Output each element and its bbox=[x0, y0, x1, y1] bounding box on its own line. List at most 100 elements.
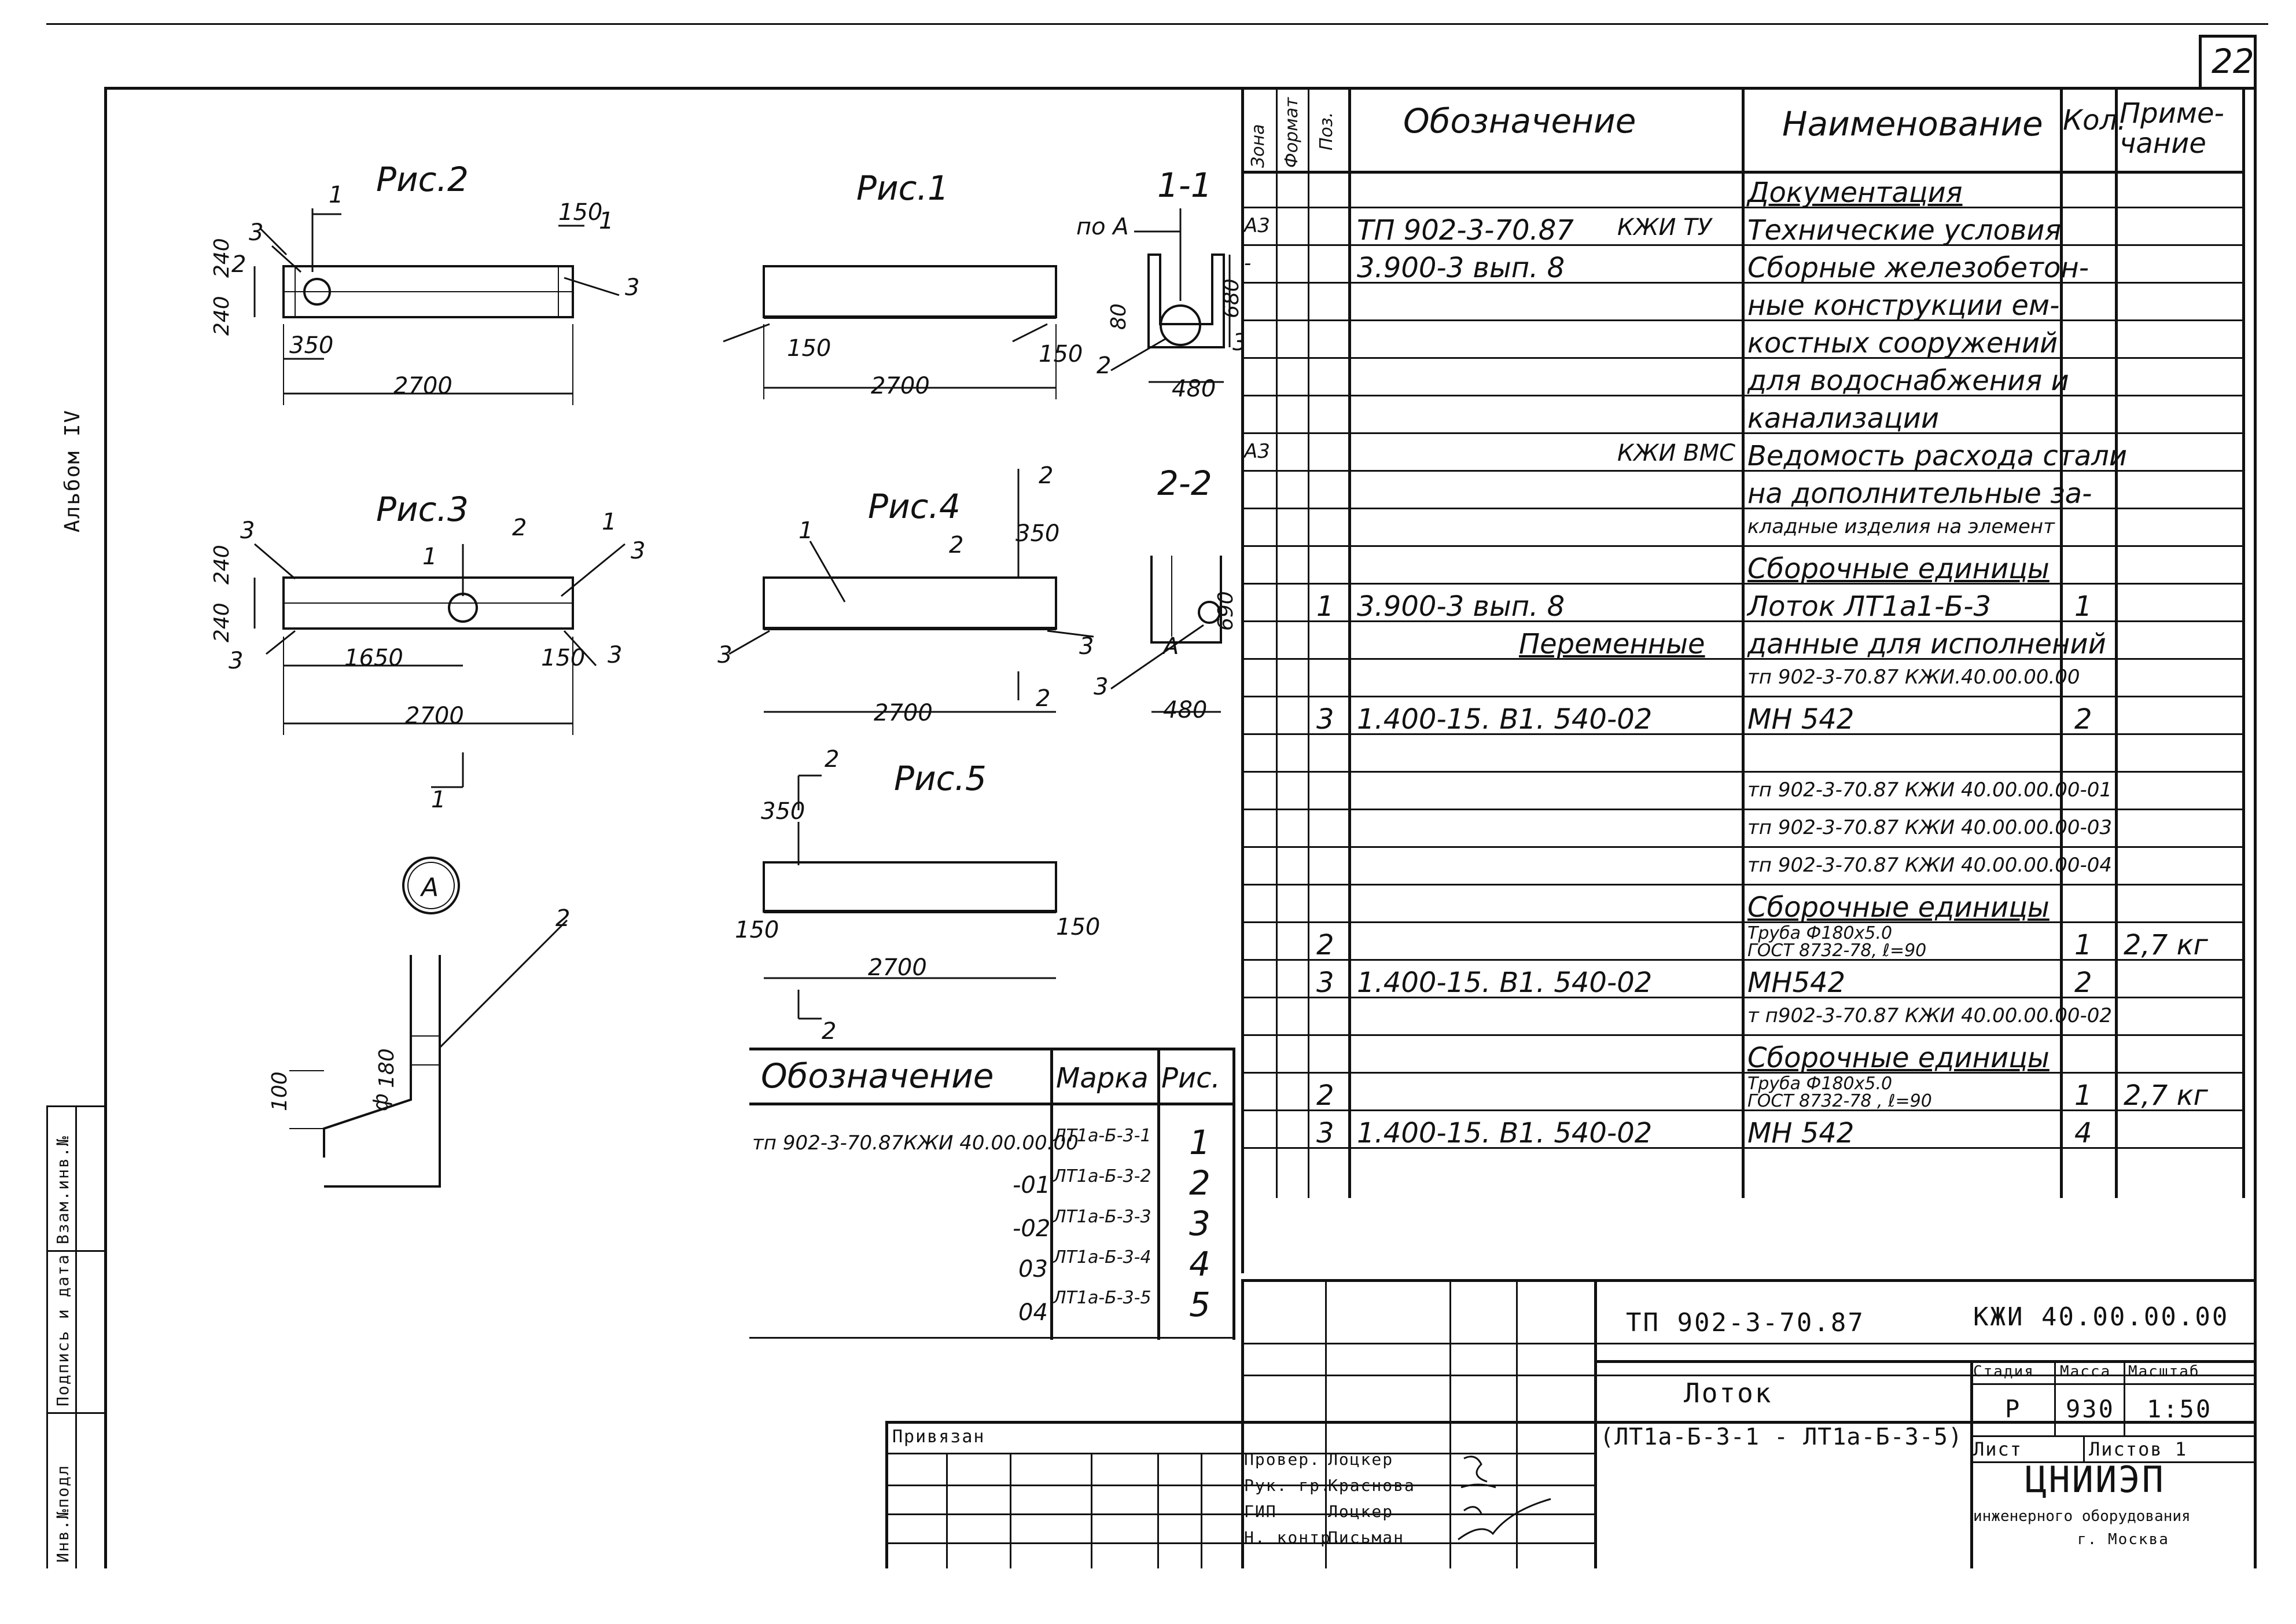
fig1-d2: 150 bbox=[1039, 341, 1083, 368]
spec-cell-pos: 3 bbox=[1316, 967, 1334, 999]
vt-row4-code: 04 bbox=[1018, 1299, 1048, 1326]
spec-cell-zone: А3 bbox=[1244, 214, 1270, 237]
spec-cell-zone: - bbox=[1244, 252, 1252, 275]
spec-cell-name2: ГОСТ 8732-78 , ℓ=90 bbox=[1747, 1091, 1932, 1111]
spec-row-line bbox=[1241, 921, 2245, 923]
vt-row1-mark: ЛТ1а-Б-3-2 bbox=[1053, 1166, 1151, 1186]
tb-mass: 930 bbox=[2066, 1395, 2115, 1423]
spec-cell-zone: А3 bbox=[1244, 440, 1270, 463]
fig3-p3d: 3 bbox=[608, 642, 622, 668]
strip-div2 bbox=[46, 1412, 104, 1414]
spec-row-line bbox=[1241, 207, 2245, 208]
fig2-cut: 1 bbox=[329, 182, 343, 208]
spec-row: т п902-3-70.87 КЖИ 40.00.00.00-02 bbox=[1241, 998, 2245, 1036]
vt-header-fig: Рис. bbox=[1161, 1062, 1220, 1094]
sec22-p3: 3 bbox=[1094, 674, 1108, 700]
spec-row: Сборочные единицы bbox=[1241, 547, 2245, 585]
sec11-p2: 2 bbox=[1097, 352, 1111, 379]
spec-cell-name: Сборочные единицы bbox=[1747, 553, 2050, 585]
fig3-p3b: 3 bbox=[631, 538, 645, 564]
strip-mid bbox=[75, 1105, 77, 1568]
spec-cell-pos: 3 bbox=[1316, 703, 1334, 736]
fig2-h1: 240 bbox=[210, 296, 234, 336]
variants-table: Обозначение Марка Рис. тп 902-3-70.87КЖИ… bbox=[749, 1048, 1235, 1343]
title-block: ТП 902-3-70.87 КЖИ 40.00.00.00 Лоток (ЛТ… bbox=[885, 1279, 2257, 1568]
fig5-cut: 2 bbox=[825, 746, 839, 773]
spec-cell-name: ные конструкции ем- bbox=[1747, 289, 2060, 322]
fig4-drawing bbox=[728, 469, 1094, 713]
spec-row-line bbox=[1241, 1072, 2245, 1074]
fig3-h2: 240 bbox=[210, 545, 234, 585]
fig3-cut: 1 bbox=[422, 543, 437, 570]
tb-scale: 1:50 bbox=[2147, 1395, 2213, 1423]
fig1-title: Рис.1 bbox=[856, 168, 949, 208]
spec-row-line bbox=[1241, 658, 2245, 660]
spec-cell-name: на дополнительные за- bbox=[1747, 477, 2092, 510]
tb-scale-label: Масштаб bbox=[2128, 1363, 2200, 1380]
frame-right bbox=[2254, 35, 2257, 1568]
fig2-p2: 2 bbox=[231, 251, 246, 278]
sheet-no-box-left bbox=[2199, 35, 2202, 90]
spec-cell-name: МН 542 bbox=[1747, 703, 1855, 736]
spec-cell-name: Лоток ЛТ1а1-Б-3 bbox=[1747, 590, 1992, 623]
vt-header-code: Обозначение bbox=[761, 1056, 994, 1096]
tb-name-0: Лоцкер bbox=[1328, 1450, 1394, 1469]
fig3-d150: 150 bbox=[541, 645, 585, 671]
tb-org2: инженерного оборудования bbox=[1973, 1508, 2191, 1525]
fig3-p2: 2 bbox=[512, 515, 527, 541]
spec-cell-pos: 3 bbox=[1316, 1117, 1334, 1149]
fig4-p1: 1 bbox=[799, 517, 813, 544]
sec11-w480: 480 bbox=[1172, 376, 1216, 402]
nodeA-drawing bbox=[289, 857, 568, 1188]
spec-row-line bbox=[1241, 282, 2245, 284]
fig1-drawing bbox=[723, 265, 1057, 399]
vt-row0-mark: ЛТ1а-Б-3-1 bbox=[1053, 1126, 1151, 1146]
top-trim-line bbox=[46, 23, 2268, 25]
spec-cell-qty: 1 bbox=[2074, 929, 2092, 961]
spec-cell-name: МН 542 bbox=[1747, 1117, 1855, 1149]
nodeA-h100: 100 bbox=[268, 1071, 292, 1111]
spec-cell-name: тп 902-3-70.87 КЖИ.40.00.00.00 bbox=[1747, 666, 2080, 689]
vt-row0-fig: 1 bbox=[1189, 1123, 1210, 1162]
tb-privyazan: Привязан bbox=[892, 1427, 985, 1447]
sec11-h80: 80 bbox=[1107, 303, 1131, 330]
vt-row4-mark: ЛТ1а-Б-3-5 bbox=[1053, 1288, 1151, 1308]
fig1-d1: 150 bbox=[787, 335, 831, 362]
spec-cell-des: ТП 902-3-70.87 bbox=[1357, 214, 1574, 247]
spec-row: Документация bbox=[1241, 171, 2245, 209]
fig3-cut2: 1 bbox=[431, 787, 446, 813]
spec-cell-des: 3.900-3 вып. 8 bbox=[1357, 252, 1565, 284]
fig2-p3a: 3 bbox=[249, 219, 263, 246]
fig5-d150b: 150 bbox=[1056, 914, 1100, 940]
spec-row-line bbox=[1241, 244, 2245, 246]
spec-cell-name: Труба Ф180х5.0 bbox=[1747, 923, 1893, 943]
fig2-p1: 1 bbox=[599, 208, 613, 234]
spec-row: кладные изделия на элемент bbox=[1241, 509, 2245, 547]
fig5-title: Рис.5 bbox=[894, 759, 987, 798]
spec-header-format: Формат bbox=[1282, 97, 1302, 168]
spec-row-line bbox=[1241, 357, 2245, 359]
spec-cell-des2: КЖИ ВМС bbox=[1617, 440, 1736, 466]
nodeA-dia: ф bbox=[369, 1093, 393, 1111]
spec-row-line bbox=[1241, 620, 2245, 622]
fig4-d350: 350 bbox=[1015, 520, 1059, 547]
tb-role-0: Провер. bbox=[1244, 1450, 1321, 1469]
spec-cell-note: 2,7 кг bbox=[2124, 1079, 2208, 1112]
spec-header-qty: Кол. bbox=[2063, 104, 2126, 137]
spec-cell-name: Сборочные единицы bbox=[1747, 891, 2050, 924]
spec-row-line bbox=[1241, 809, 2245, 810]
spec-cell-name: Технические условия bbox=[1747, 214, 2062, 247]
spec-cell-des: 1.400-15. В1. 540-02 bbox=[1357, 703, 1653, 736]
spec-cell-name: МН542 bbox=[1747, 967, 1846, 999]
tb-org3: г. Москва bbox=[2077, 1531, 2169, 1548]
dim-labels: 2700 350 150 2 3 3 1 1 2700 150 150 по A… bbox=[229, 182, 1244, 1045]
tb-title1: Лоток bbox=[1684, 1377, 1773, 1409]
frame-top bbox=[104, 87, 2257, 90]
sec22-w480: 480 bbox=[1163, 697, 1207, 723]
spec-row: ные конструкции ем- bbox=[1241, 284, 2245, 322]
strip-div1 bbox=[46, 1250, 104, 1252]
tb-role-1: Рук. гр. bbox=[1244, 1476, 1331, 1495]
tb-role-2: ГИП bbox=[1244, 1502, 1277, 1521]
